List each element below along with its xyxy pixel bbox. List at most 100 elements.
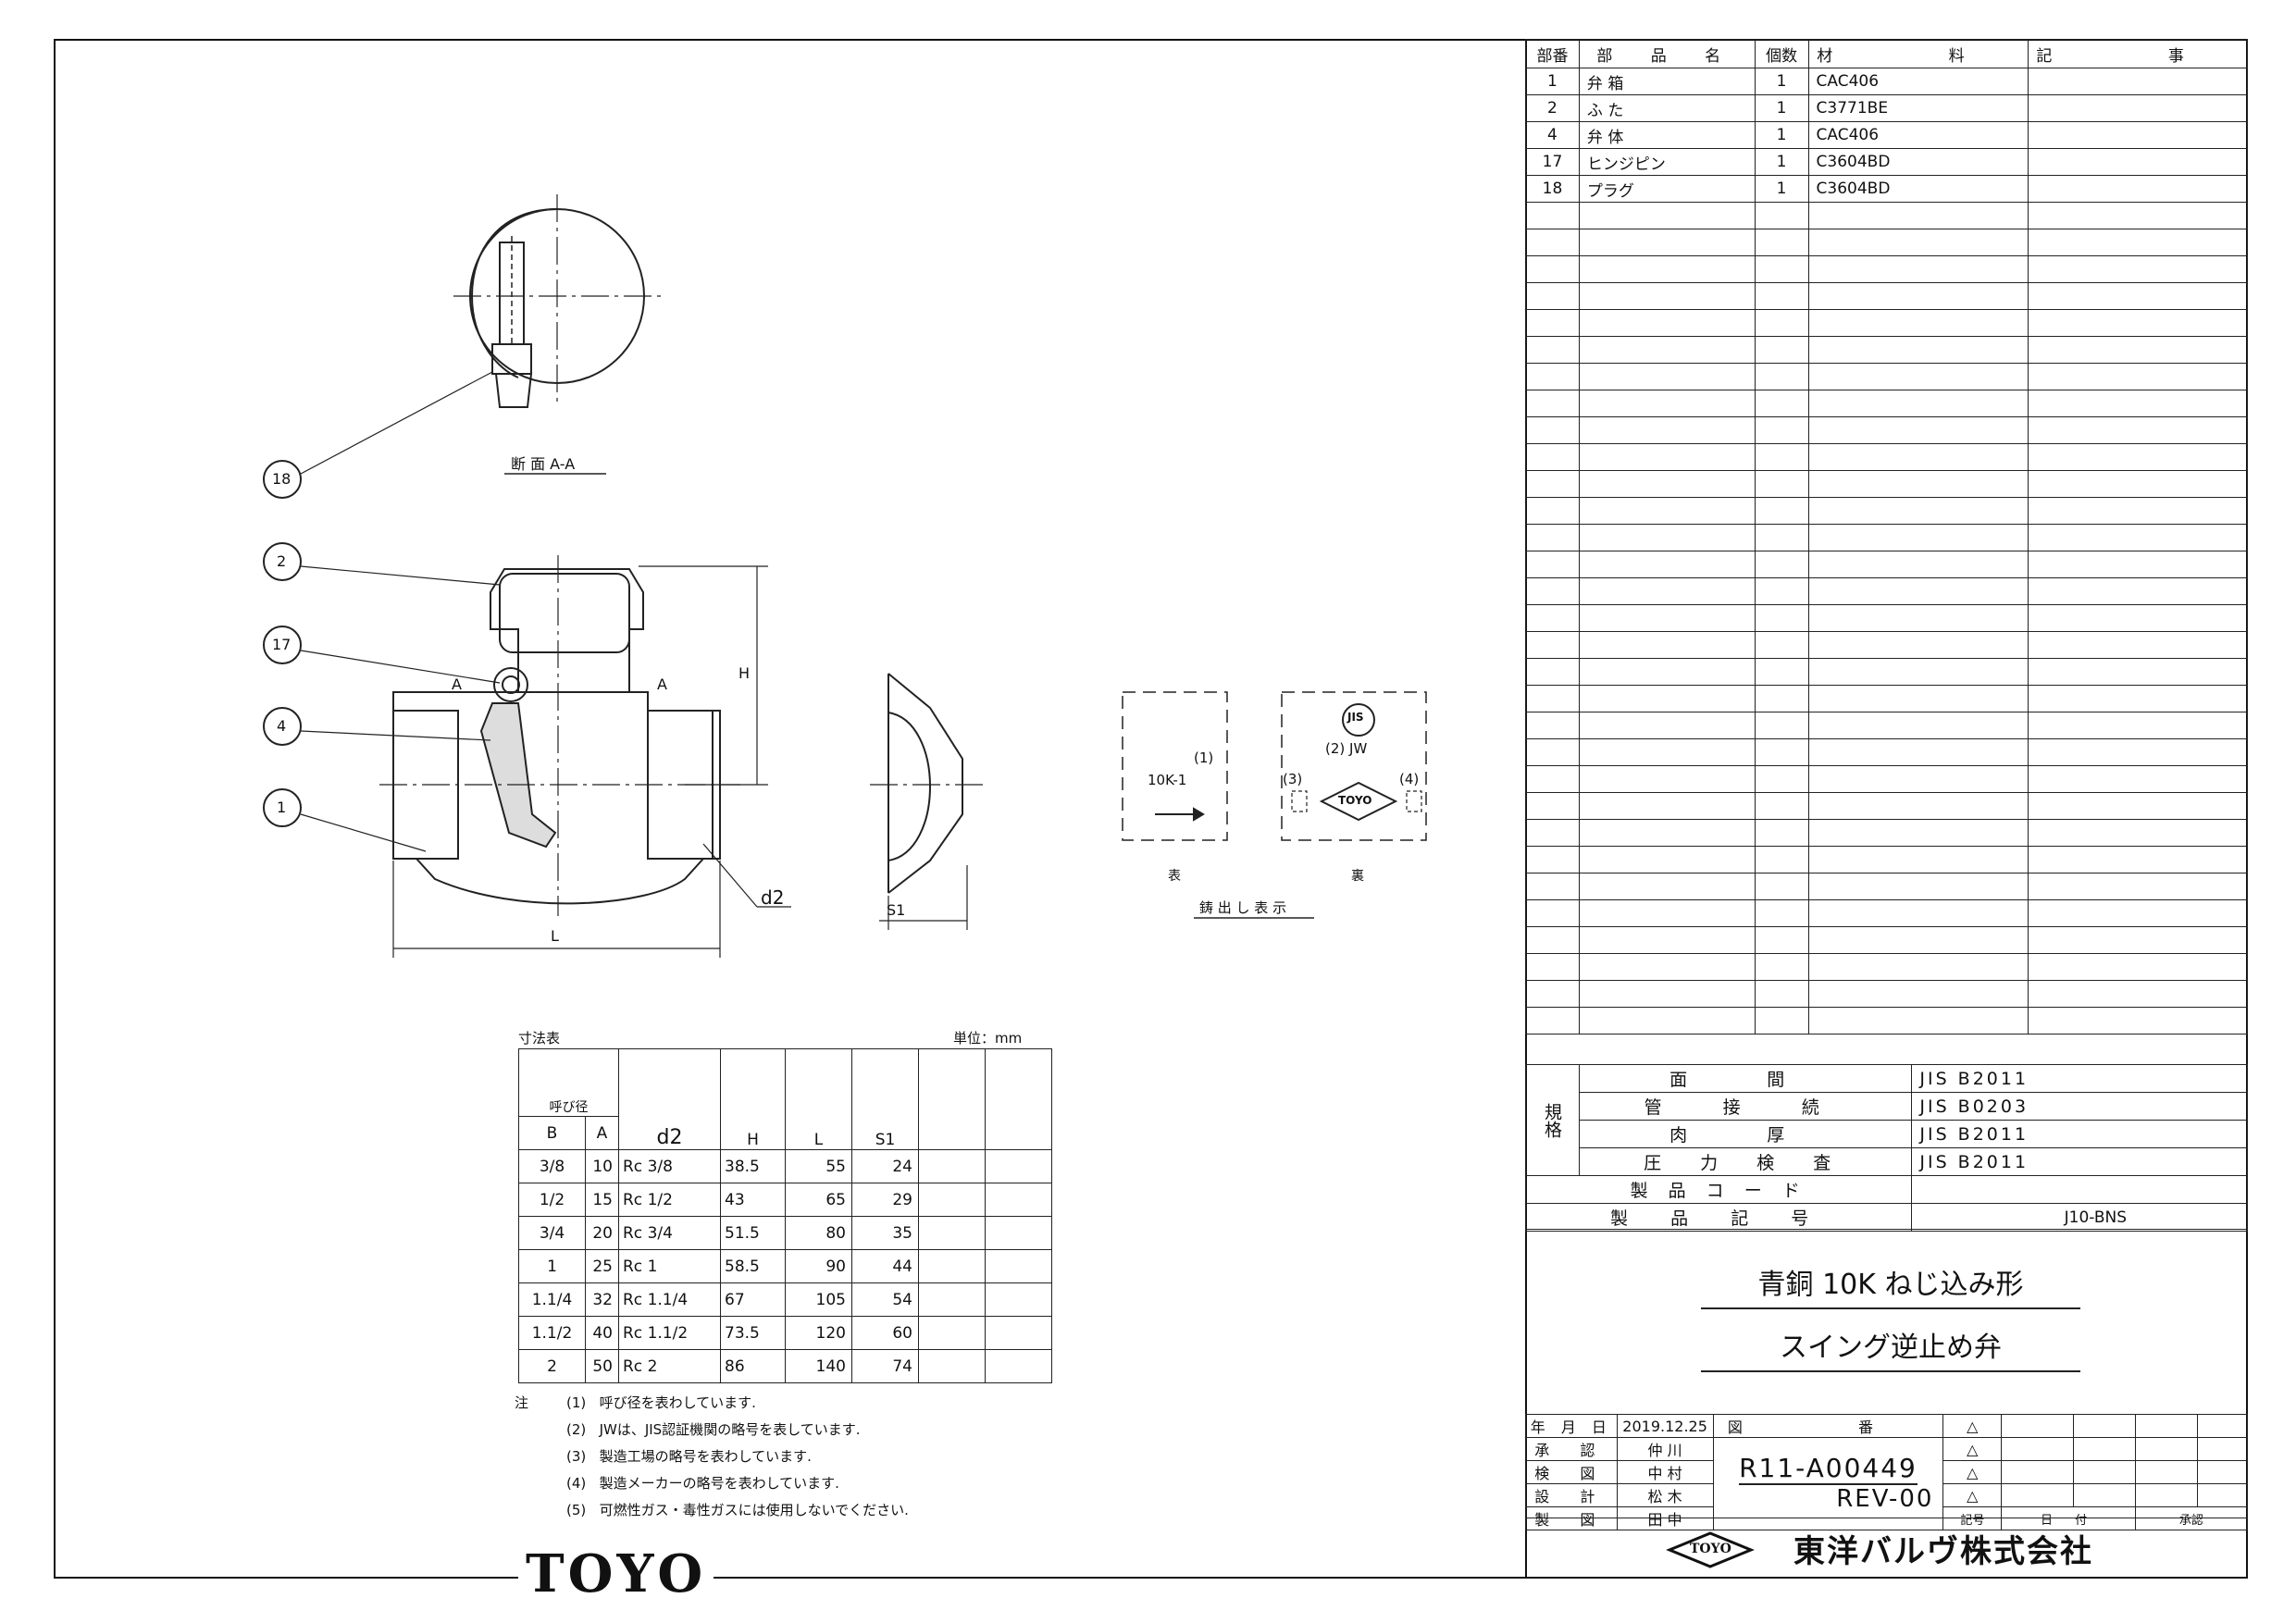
parts-blank-rows: [1525, 202, 2248, 1035]
product-symbol: J10-BNS: [1911, 1203, 2248, 1232]
parts-row: 1 弁 箱 1 CAC406: [1525, 68, 2248, 95]
parts-blank-row: [1525, 738, 2248, 766]
triangle-icon: △: [1942, 1460, 2003, 1484]
note-item: 可燃性ガス・毒性ガスには使用しないでください.: [599, 1502, 909, 1518]
drawing-no: R11-A00449: [1739, 1453, 1917, 1485]
role-label: 設 計: [1525, 1483, 1618, 1507]
role-label: 検 図: [1525, 1460, 1618, 1484]
product-code-label: 製 品 コ ー ド: [1524, 1175, 1913, 1204]
parts-blank-row: [1525, 631, 2248, 659]
parts-blank-row: [1525, 685, 2248, 712]
parts-row: 18 プラグ 1 C3604BD: [1525, 175, 2248, 203]
header-no: 部番: [1525, 39, 1580, 68]
std-label: 圧 力 検 査: [1578, 1147, 1913, 1176]
header-qty: 個数: [1754, 39, 1809, 68]
jis-mark: JIS: [1347, 711, 1364, 724]
brand-logo: TOYO: [518, 1543, 714, 1604]
triangle-icon: △: [1942, 1483, 2003, 1507]
parts-blank-row: [1525, 712, 2248, 739]
note-item: 製造工場の略号を表わしています.: [599, 1448, 812, 1465]
cast-size: 10K-1: [1148, 772, 1187, 788]
cast-title: 鋳 出 し 表 示: [1199, 899, 1287, 916]
balloon-1: 1: [277, 799, 287, 816]
valve-drawing: [263, 194, 1427, 958]
role-name: 松 木: [1616, 1483, 1714, 1507]
rev-col-date: 日 付: [2001, 1506, 2136, 1530]
balloon-4: 4: [277, 717, 287, 735]
std-value: JIS B2011: [1911, 1120, 2248, 1148]
rev-no: REV-00: [1836, 1485, 1934, 1513]
dimension-caption: 寸法表: [518, 1030, 561, 1047]
col-d2: d2: [618, 1048, 721, 1150]
toyo-cast-mark: TOYO: [1338, 794, 1372, 807]
cast-n4: (4): [1399, 771, 1420, 787]
cast-n3: (3): [1283, 771, 1303, 787]
cast-front-label: 表: [1168, 869, 1181, 884]
notes: 注(1) 呼び径を表わしています. (2) JWは、JIS認証機関の略号を表して…: [515, 1390, 909, 1524]
revision-block: 年 月 日 2019.12.25 図 番 △ 承 認 仲 川 R11-A0044…: [1525, 1414, 2249, 1530]
col-s1: S1: [851, 1048, 919, 1150]
drawing-no-label: 図 番: [1712, 1414, 1944, 1438]
parts-blank-row: [1525, 470, 2248, 498]
parts-blank-row: [1525, 309, 2248, 337]
parts-row: 2 ふ た 1 C3771BE: [1525, 94, 2248, 122]
balloon-18: 18: [272, 470, 292, 488]
rev-col-symbol: 記号: [1942, 1506, 2003, 1530]
cast-back-label: 裏: [1351, 869, 1364, 884]
role-name: 仲 川: [1616, 1437, 1714, 1461]
parts-blank-row: [1525, 953, 2248, 981]
parts-blank-row: [1525, 1007, 2248, 1035]
std-value: JIS B0203: [1911, 1092, 2248, 1121]
parts-blank-row: [1525, 819, 2248, 847]
std-label: 面 間: [1578, 1064, 1913, 1093]
standards-table: 規格 面 間 JIS B2011 管 接 続 JIS B0203 肉 厚 JIS…: [1524, 1064, 2248, 1232]
notes-label: 注: [515, 1394, 529, 1411]
parts-row: 17 ヒンジピン 1 C3604BD: [1525, 148, 2248, 176]
dim-d2-label: d2: [761, 886, 785, 909]
header-note: 記 事: [2028, 39, 2248, 68]
title-area: 青銅 10K ねじ込み形 スイング逆止め弁: [1525, 1229, 2248, 1415]
title-line-1: 青銅 10K ねじ込み形: [1701, 1261, 2080, 1309]
parts-blank-row: [1525, 363, 2248, 390]
parts-blank-row: [1525, 336, 2248, 364]
parts-blank-row: [1525, 926, 2248, 954]
parts-blank-row: [1525, 551, 2248, 578]
section-label: 断 面 A-A: [511, 455, 576, 473]
note-item: 呼び径を表わしています.: [599, 1394, 756, 1411]
col-b: B: [518, 1116, 586, 1150]
section-mark-left: A: [452, 675, 462, 693]
product-symbol-label: 製 品 記 号: [1524, 1203, 1913, 1232]
parts-blank-row: [1525, 846, 2248, 873]
balloon-2: 2: [277, 552, 287, 570]
parts-blank-row: [1525, 443, 2248, 471]
section-mark-right: A: [657, 675, 667, 693]
col-h: H: [720, 1048, 786, 1150]
std-label: 肉 厚: [1578, 1120, 1913, 1148]
parts-row: 4 弁 体 1 CAC406: [1525, 121, 2248, 149]
parts-blank-row: [1525, 899, 2248, 927]
nominal-size-header: 呼び径: [518, 1048, 619, 1117]
date-label: 年 月 日: [1525, 1414, 1618, 1438]
parts-blank-row: [1525, 255, 2248, 283]
triangle-icon: △: [1942, 1414, 2003, 1438]
cast-n1: (1): [1194, 750, 1214, 766]
std-value: JIS B2011: [1911, 1064, 2248, 1093]
company-name: 東洋バルヴ株式会社: [1793, 1533, 2093, 1570]
company-logo-text: TOYO: [1690, 1542, 1731, 1556]
parts-blank-row: [1525, 229, 2248, 256]
role-label: 製 図: [1525, 1506, 1618, 1530]
parts-blank-row: [1525, 416, 2248, 444]
dim-l-label: L: [551, 927, 559, 945]
rev-col-approval: 承認: [2134, 1506, 2249, 1530]
parts-header: 部番 部 品 名 個数 材 料 記 事: [1525, 39, 2248, 68]
parts-blank-row: [1525, 658, 2248, 686]
title-line-2: スイング逆止め弁: [1701, 1324, 2080, 1372]
dim-s1-label: S1: [887, 901, 906, 919]
